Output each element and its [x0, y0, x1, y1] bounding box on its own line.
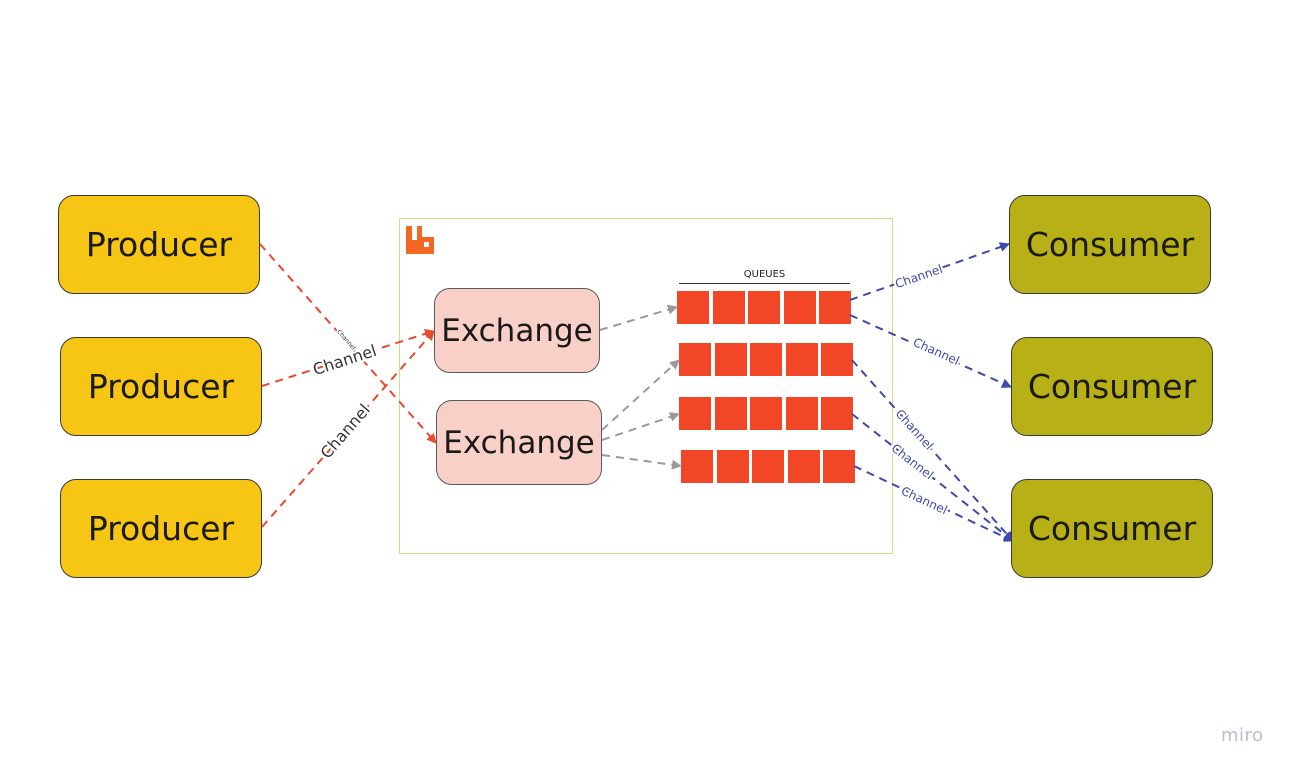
queue-4-message-cell [787, 450, 820, 483]
producer2-to-exchange1-edge [261, 328, 435, 387]
consumer-node-2[interactable]: Consumer [1011, 337, 1213, 436]
queue-1-message-cell [677, 291, 709, 324]
queue-1-message-cell [819, 291, 851, 324]
exchange2-to-queue4-edge [601, 454, 682, 470]
queue2-to-consumer3-edge [851, 359, 1014, 542]
queue-1-message-cell [748, 291, 780, 324]
consumer-node-3[interactable]: Consumer [1011, 479, 1213, 578]
rabbitmq-broker-frame [399, 218, 893, 554]
exchange-node-1[interactable]: Exchange [434, 288, 600, 373]
channel-label-producer3: Channel [317, 400, 374, 462]
exchange-label: Exchange [443, 424, 595, 461]
exchange2-to-queue3-edge [601, 412, 680, 441]
channel-label-queue1-consumer1: Channel [893, 262, 944, 291]
queue-2-message-cell [714, 343, 747, 376]
producer-node-2[interactable]: Producer [60, 337, 262, 436]
queue-4-message-cell [752, 450, 784, 483]
consumer-label: Consumer [1027, 367, 1197, 406]
queue-4-message-cell [823, 450, 855, 483]
queue3-to-consumer3-edge [851, 413, 1014, 542]
consumer-node-1[interactable]: Consumer [1009, 195, 1211, 294]
queue-4-message-cell [681, 450, 713, 483]
channel-label-queue4-consumer3: Channel [899, 484, 950, 518]
queue-3-message-cell [821, 397, 853, 430]
producer-label: Producer [87, 509, 235, 548]
queues-title-underline [679, 283, 850, 284]
queue-4-message-cell [716, 450, 749, 483]
queue1-to-consumer1-edge [849, 242, 1010, 301]
queue-2-message-cell [750, 343, 782, 376]
queue1-to-consumer2-edge [849, 314, 1012, 388]
producer-node-3[interactable]: Producer [60, 479, 262, 578]
producer-label: Producer [85, 225, 233, 264]
producer-node-1[interactable]: Producer [58, 195, 260, 294]
queue-3-message-cell [679, 397, 711, 430]
producer3-to-exchange1-edge [261, 330, 435, 528]
queue-3-message-cell [785, 397, 818, 430]
miro-watermark: miro [1221, 725, 1264, 746]
consumer-label: Consumer [1027, 509, 1197, 548]
exchange2-to-queue2-edge [601, 359, 680, 431]
consumer-label: Consumer [1025, 225, 1195, 264]
queue-3-message-cell [750, 397, 782, 430]
queue-2-message-cell [821, 343, 853, 376]
exchange-node-2[interactable]: Exchange [436, 400, 602, 485]
producer1-to-exchange2-edge [259, 243, 437, 444]
queue-2-message-cell [679, 343, 711, 376]
queue-1-message-cell [712, 291, 745, 324]
queue4-to-consumer3-edge [853, 465, 1014, 542]
queue-2-message-cell [785, 343, 818, 376]
queue-3-message-cell [714, 397, 747, 430]
rabbitmq-icon [406, 226, 434, 254]
producer-label: Producer [87, 367, 235, 406]
channel-label-producer2: Channel [311, 341, 379, 379]
queue-1-message-cell [783, 291, 816, 324]
queues-title: QUEUES [743, 269, 786, 280]
exchange1-to-queue1-edge [599, 304, 678, 331]
exchange-label: Exchange [441, 312, 593, 349]
channel-label-queue1-consumer2: Channel [911, 335, 962, 368]
